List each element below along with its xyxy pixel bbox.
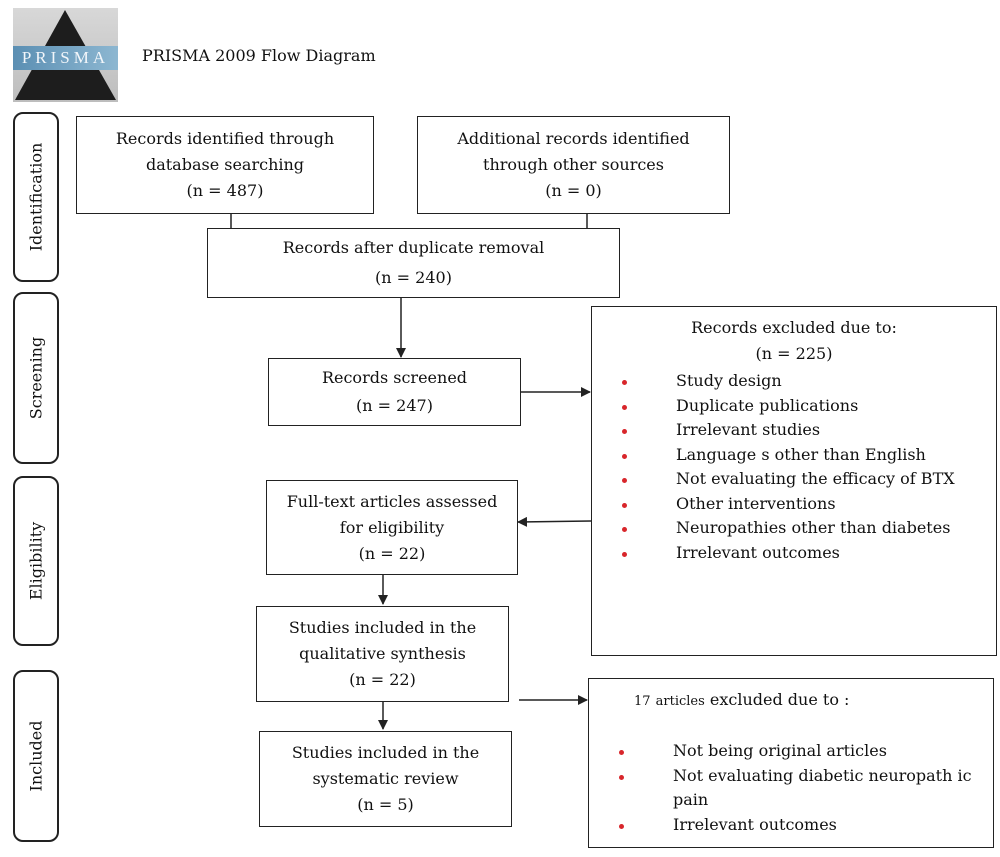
box-records-screened: Records screened (n = 247) (268, 358, 521, 426)
page-title: PRISMA 2009 Flow Diagram (142, 46, 376, 65)
box-database-line2: database searching (145, 155, 305, 174)
bullet-icon (619, 774, 624, 780)
box-systematic-line2: systematic review (312, 769, 459, 788)
list-item: Neuropathies other than diabetes (592, 516, 996, 541)
box-qualitative-synthesis: Studies included in the qualitative synt… (256, 606, 509, 702)
phase-identification: Identification (13, 112, 59, 282)
box-articles-excluded: 17 articles excluded due to : Not being … (588, 678, 994, 848)
box-other-sources-count: (n = 0) (545, 181, 602, 200)
box-systematic-review: Studies included in the systematic revie… (259, 731, 512, 827)
excluded-included-number: 17 (634, 694, 651, 709)
list-item-text: Other interventions (676, 493, 836, 513)
arrow-to-fulltext (517, 516, 592, 527)
phase-screening: Screening (13, 292, 59, 464)
list-item: Irrelevant studies (592, 418, 996, 443)
list-item-text: Not being original articles (673, 741, 887, 760)
box-systematic-count: (n = 5) (357, 795, 414, 814)
box-fulltext-line1: Full-text articles assessed (286, 491, 498, 511)
list-item: Study design (592, 369, 996, 394)
excluded-screening-list: Study design Duplicate publications Irre… (592, 369, 996, 565)
list-item-text: Not evaluating diabetic neuropath ic pai… (673, 765, 972, 810)
box-fulltext-line2: for eligibility (339, 517, 445, 537)
box-after-duplicates: Records after duplicate removal (n = 240… (207, 228, 620, 298)
list-item-text: Study design (676, 371, 782, 390)
list-item: Duplicate publications (592, 394, 996, 419)
box-fulltext-count: (n = 22) (358, 543, 426, 563)
box-other-sources-line1: Additional records identified (457, 129, 690, 148)
box-other-sources: Additional records identified through ot… (417, 116, 730, 214)
box-qualitative-line1: Studies included in the (288, 618, 477, 637)
phase-eligibility: Eligibility (13, 476, 59, 646)
list-item: Other interventions (592, 492, 996, 517)
bullet-icon (622, 453, 627, 459)
box-systematic-line1: Studies included in the (291, 743, 480, 762)
list-item-text: Language s other than English (676, 444, 926, 464)
excluded-screening-title: Records excluded due to: (691, 318, 897, 337)
list-item-text: Irrelevant outcomes (676, 542, 840, 562)
list-item: Language s other than English (592, 443, 996, 468)
box-fulltext-assessed: Full-text articles assessed for eligibil… (266, 480, 518, 575)
list-item: Irrelevant outcomes (592, 541, 996, 566)
bullet-icon (622, 551, 627, 557)
box-database-records: Records identified through database sear… (76, 116, 374, 214)
box-after-duplicates-line1: Records after duplicate removal (282, 238, 545, 257)
box-database-line1: Records identified through (115, 129, 335, 148)
list-item-text: Irrelevant outcomes (673, 814, 837, 834)
excluded-included-list: Not being original articles Not evaluati… (589, 739, 993, 837)
excluded-included-title: 17 articles excluded due to : (589, 687, 993, 715)
box-qualitative-line2: qualitative synthesis (299, 644, 466, 663)
box-database-count: (n = 487) (186, 181, 264, 200)
box-screened-line1: Records screened (321, 368, 468, 387)
list-item-text: Not evaluating the efficacy of BTX (676, 469, 955, 488)
box-qualitative-count: (n = 22) (349, 670, 416, 689)
list-item: Not evaluating the efficacy of BTX (592, 467, 996, 492)
list-item-text: Duplicate publications (676, 395, 859, 415)
box-screened-count: (n = 247) (356, 396, 433, 415)
box-records-excluded: Records excluded due to: (n = 225) Study… (591, 306, 997, 656)
box-after-duplicates-count: (n = 240) (375, 268, 452, 287)
bullet-icon (622, 478, 627, 483)
list-item: Irrelevant outcomes (589, 813, 993, 838)
excluded-included-rest: excluded due to : (709, 690, 850, 709)
excluded-screening-count: (n = 225) (755, 344, 833, 363)
list-item: Not evaluating diabetic neuropath ic pai… (589, 764, 993, 813)
list-item-text: Neuropathies other than diabetes (676, 518, 951, 537)
logo-text: PRISMA (13, 46, 118, 70)
list-item: Not being original articles (589, 739, 993, 764)
bullet-icon (619, 750, 624, 755)
bullet-icon (622, 429, 627, 434)
list-item-text: Irrelevant studies (676, 420, 821, 439)
excluded-included-articles: articles (655, 694, 705, 709)
bullet-icon (622, 404, 627, 410)
bullet-icon (619, 823, 624, 829)
bullet-icon (622, 502, 627, 508)
phase-included: Included (13, 670, 59, 842)
bullet-icon (622, 527, 627, 532)
bullet-icon (622, 380, 627, 385)
box-other-sources-line2: through other sources (483, 155, 664, 174)
prisma-logo: PRISMA (13, 8, 118, 102)
